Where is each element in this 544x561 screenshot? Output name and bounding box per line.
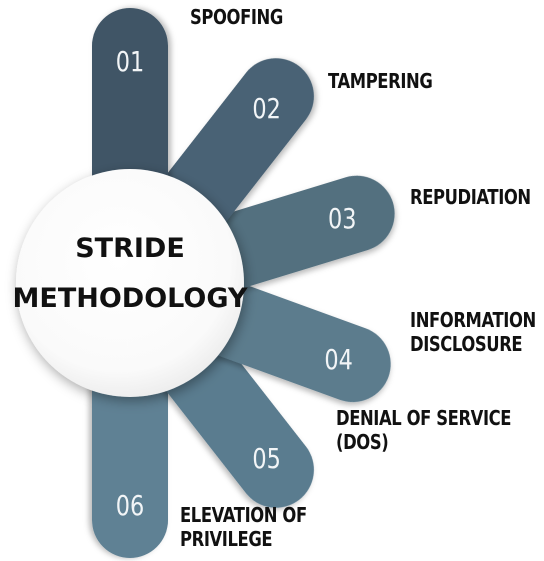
petal-number-03: 03 <box>328 202 356 235</box>
label-denial-of-service-line-1: DENIAL OF SERVICE <box>336 406 512 430</box>
center-circle-shape <box>16 169 244 397</box>
label-spoofing-line-1: SPOOFING <box>190 5 283 29</box>
petal-number-02: 02 <box>252 92 280 125</box>
label-tampering: TAMPERING <box>328 69 433 93</box>
label-tampering-line-1: TAMPERING <box>328 69 433 93</box>
label-elevation-of-privilege: ELEVATION OF PRIVILEGE <box>180 503 307 551</box>
label-spoofing: SPOOFING <box>190 5 283 29</box>
petal-number-06: 06 <box>116 488 144 521</box>
petal-number-05: 05 <box>252 441 280 474</box>
label-information-disclosure-line-2: DISCLOSURE <box>410 332 523 356</box>
label-denial-of-service: DENIAL OF SERVICE (DOS) <box>336 406 511 454</box>
label-information-disclosure-line-1: INFORMATION <box>410 308 536 332</box>
label-repudiation: REPUDIATION <box>410 185 531 209</box>
label-denial-of-service-line-2: (DOS) <box>336 430 389 454</box>
label-repudiation-line-1: REPUDIATION <box>410 185 531 209</box>
petal-number-01: 01 <box>116 44 144 77</box>
petal-number-04: 04 <box>324 342 352 375</box>
center-title-line-1: STRIDE <box>75 233 185 264</box>
label-elevation-of-privilege-line-1: ELEVATION OF <box>180 503 307 527</box>
label-elevation-of-privilege-line-2: PRIVILEGE <box>180 527 273 551</box>
label-information-disclosure: INFORMATION DISCLOSURE <box>410 308 536 356</box>
center-title-line-2: METHODOLOGY <box>13 283 248 314</box>
center-circle: STRIDE METHODOLOGY <box>13 169 248 397</box>
